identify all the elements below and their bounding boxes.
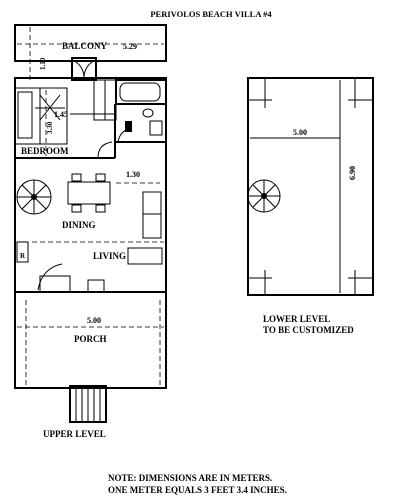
entry-door-swing — [37, 263, 63, 291]
dining-table — [67, 181, 111, 205]
patio-door-1 — [39, 275, 71, 293]
bedroom-label: BEDROOM — [21, 146, 69, 156]
plan-title: PERIVOLOS BEACH VILLA #4 — [150, 9, 272, 19]
kitchen-counter — [142, 191, 162, 239]
bedroom-door-swing — [97, 141, 113, 159]
bath-toilet — [149, 120, 163, 136]
bath-width-dim: 1.45 — [54, 110, 68, 119]
bath-fixture — [125, 121, 132, 132]
dining-chair-4 — [95, 204, 106, 213]
spiral-stair-lower-core — [261, 193, 267, 199]
living-label: LIVING — [93, 251, 126, 261]
lower-level-caption-2: TO BE CUSTOMIZED — [263, 325, 354, 335]
lower-level-outline — [247, 77, 374, 296]
note-line-2: ONE METER EQUALS 3 FEET 3.4 INCHES. — [108, 485, 287, 495]
lower-level-caption-1: LOWER LEVEL — [263, 314, 330, 324]
bedroom-depth-dim: 3.30 — [46, 121, 54, 134]
porch-width-dim: 5.00 — [87, 316, 101, 325]
bedroom-bed — [14, 87, 68, 145]
spiral-stair-upper-core — [31, 194, 37, 200]
balcony-door-swing — [75, 61, 93, 79]
note-line-1: NOTE: DIMENSIONS ARE IN METERS. — [108, 473, 272, 483]
lower-depth-dim: 6.90 — [348, 166, 357, 180]
dining-chair-2 — [95, 173, 106, 182]
hall-width-dim: 1.30 — [126, 170, 140, 179]
porch-outline — [14, 291, 167, 389]
balcony-width-dim: 5.29 — [123, 42, 137, 51]
bedroom-fan-a — [35, 94, 65, 121]
balcony-door-frame — [71, 57, 97, 81]
balcony-depth-dim: 1.10 — [39, 57, 47, 70]
bathtub — [119, 82, 161, 102]
bath-door-swing — [117, 127, 133, 143]
dining-chair-3 — [71, 204, 82, 213]
lower-level-plan: 5.00 6.90 LOWER LEVEL TO BE CUSTOMIZED — [247, 77, 374, 335]
house-outline — [14, 77, 167, 293]
dining-label: DINING — [62, 220, 96, 230]
balcony-outline — [14, 24, 167, 62]
bathroom-outline — [115, 79, 167, 105]
balcony-label: BALCONY — [62, 41, 108, 51]
fridge — [16, 241, 29, 263]
bed-pillow — [17, 91, 33, 139]
upper-level-caption: UPPER LEVEL — [43, 429, 106, 439]
lower-width-dim: 5.00 — [293, 128, 307, 137]
fridge-label: R — [20, 252, 26, 260]
patio-door-2 — [87, 279, 105, 293]
dining-chair-1 — [71, 173, 82, 182]
bath-sink — [142, 108, 154, 118]
living-sofa — [127, 247, 163, 265]
porch-label: PORCH — [74, 334, 107, 344]
upper-level-plan: BALCONY 5.29 1.10 1.45 3.30 BEDROOM 1.30… — [14, 24, 167, 439]
